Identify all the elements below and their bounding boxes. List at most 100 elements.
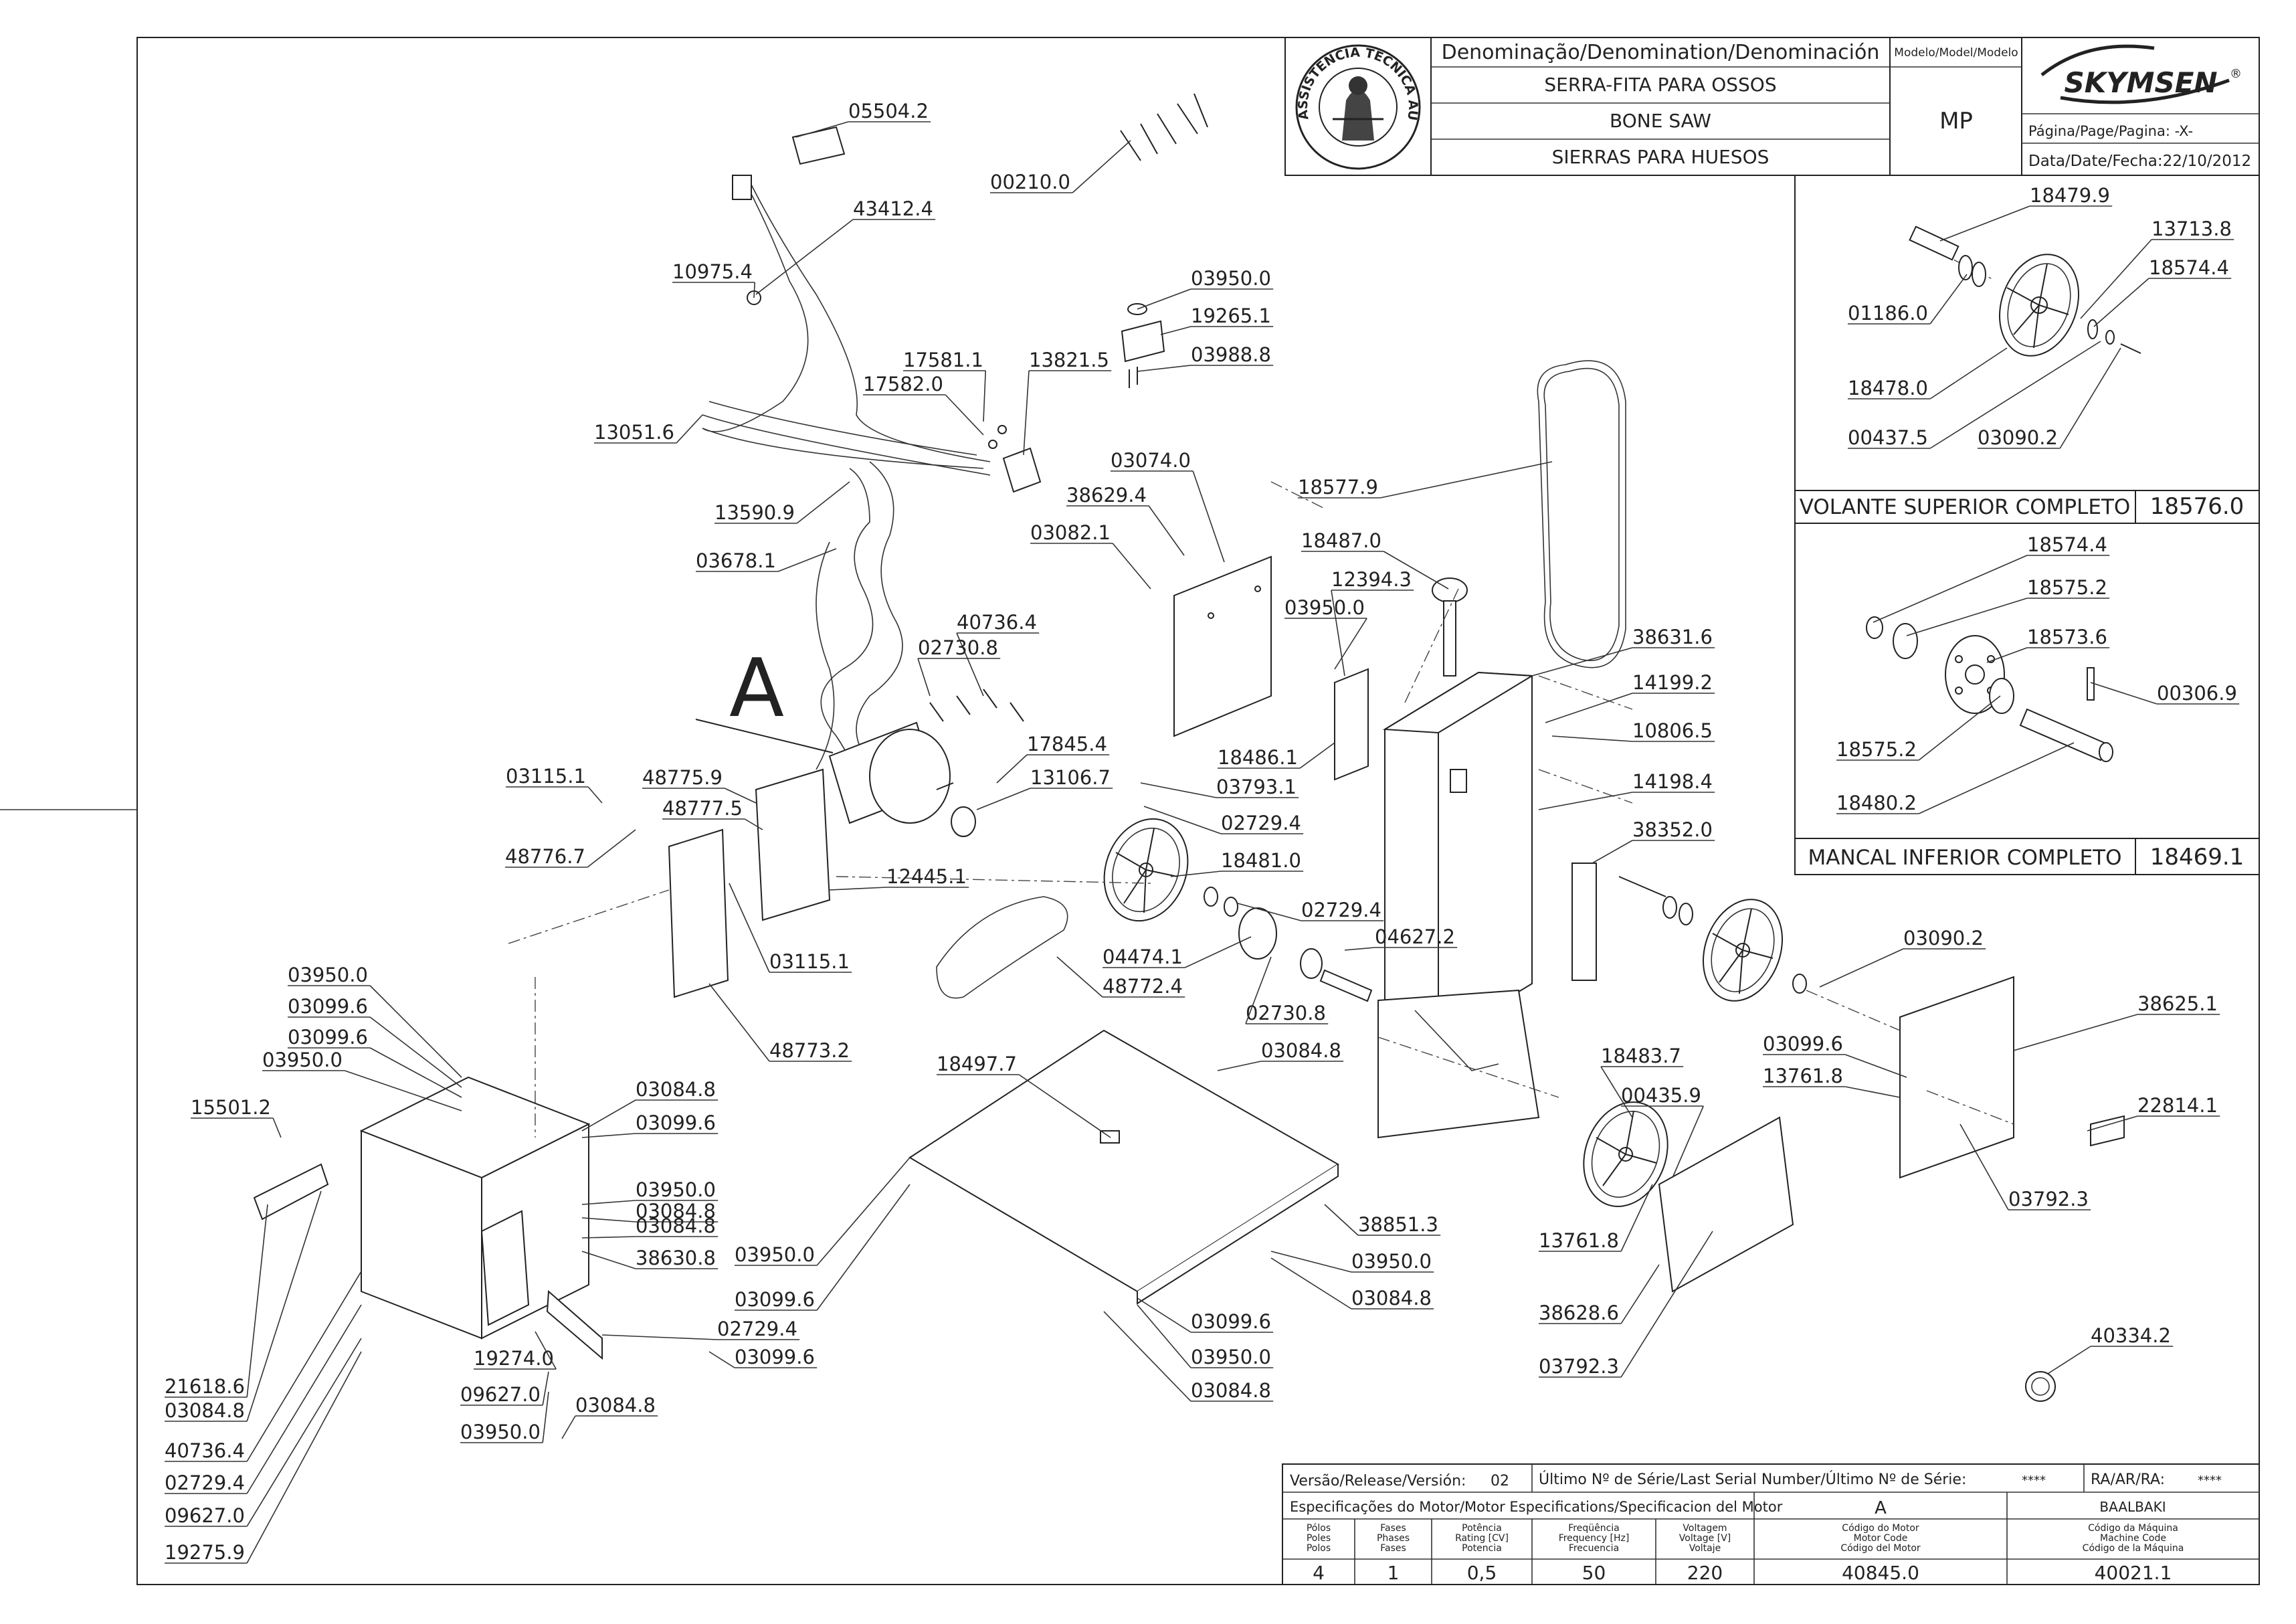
- label-leader: [708, 1351, 735, 1368]
- label-leader: [983, 370, 986, 422]
- motor-cover-plate: [1173, 555, 1272, 737]
- label-leader: [1137, 365, 1191, 372]
- label-leader: [816, 1184, 911, 1311]
- inset-lower-title: MANCAL INFERIOR COMPLETO: [1808, 846, 2121, 870]
- part-number-label: 22814.1: [2137, 1094, 2218, 1117]
- label-leader: [1137, 1297, 1191, 1333]
- label-leader: [581, 1236, 636, 1239]
- part-number-label: 03950.0: [288, 964, 368, 986]
- tension-knob: [1432, 577, 1468, 676]
- part-number-label: 03988.8: [1191, 343, 1271, 366]
- part-number-label: 14198.4: [1632, 770, 1713, 793]
- label-leader: [581, 1200, 636, 1205]
- label-leader: [1531, 647, 1633, 676]
- part-number-label: 03115.1: [769, 950, 850, 973]
- part-number-label: 14199.2: [1632, 671, 1713, 694]
- part-number-label: 03084.8: [575, 1394, 656, 1417]
- part-number-label: 21618.6: [165, 1375, 245, 1398]
- label-leader: [1334, 618, 1367, 670]
- part-number-label: 15501.2: [191, 1096, 271, 1119]
- model-header: Modelo/Model/Modelo: [1894, 46, 2018, 60]
- label-leader: [1137, 288, 1191, 310]
- label-leader: [344, 1070, 462, 1111]
- release-value: 02: [1491, 1473, 1509, 1490]
- part-number-label: 19275.9: [165, 1541, 245, 1564]
- label-leader: [246, 1271, 362, 1462]
- part-number-label: 38629.4: [1066, 484, 1147, 507]
- label-leader: [753, 282, 755, 298]
- label-leader: [1170, 871, 1222, 877]
- part-number-label: 03099.6: [1763, 1032, 1843, 1055]
- spec-column-header: Freqüência: [1568, 1523, 1620, 1534]
- label-leader: [369, 1047, 462, 1098]
- part-number-label: 03099.6: [1191, 1310, 1271, 1333]
- spec-column-header: Código do Motor: [1842, 1523, 1919, 1534]
- part-number-label: 02729.4: [1301, 899, 1381, 921]
- denomination-header: Denominação/Denomination/Denominación: [1442, 41, 1880, 64]
- part-number-label: 13106.7: [1030, 766, 1111, 789]
- spec-column-header: Voltaje: [1689, 1543, 1721, 1554]
- spec-column-header: Código del Motor: [1840, 1543, 1921, 1554]
- label-leader: [587, 786, 603, 804]
- part-number-label: 03099.6: [288, 995, 368, 1018]
- spec-column-header: Voltage [V]: [1679, 1533, 1731, 1544]
- part-number-label: 19265.1: [1191, 304, 1271, 327]
- spec-column-header: Polos: [1307, 1543, 1331, 1554]
- inset-part-label: 18478.0: [1848, 377, 1928, 399]
- part-number-label: 40736.4: [165, 1439, 245, 1462]
- part-number-label: 48773.2: [769, 1039, 850, 1062]
- label-leader: [369, 1016, 462, 1088]
- label-leader: [1620, 1264, 1660, 1324]
- inset-part-label: 00437.5: [1848, 426, 1928, 449]
- label-leader: [1600, 1066, 1633, 1118]
- label-leader: [1237, 903, 1302, 921]
- inset-part-label: 18575.2: [2027, 576, 2107, 599]
- part-number-label: 10975.4: [672, 260, 753, 283]
- spec-column-value: 220: [1687, 1562, 1723, 1584]
- spec-column-header: Pólos: [1307, 1523, 1331, 1534]
- label-leader: [1383, 551, 1449, 590]
- inset-part-label: 18479.9: [2030, 184, 2110, 207]
- inset-part-label: 00306.9: [2157, 682, 2237, 705]
- part-number-label: 03792.3: [2008, 1188, 2089, 1210]
- part-number-label: 18486.1: [1218, 746, 1298, 769]
- part-number-label: 03084.8: [1351, 1287, 1432, 1310]
- label-leader: [1380, 461, 1553, 499]
- part-number-label: 40736.4: [957, 611, 1037, 634]
- spec-column-header: Frequency [Hz]: [1559, 1533, 1630, 1544]
- label-leader: [246, 1204, 268, 1398]
- inset-part-label: 18573.6: [2027, 626, 2107, 648]
- label-leader: [816, 1157, 911, 1266]
- part-number-label: 03084.8: [1191, 1379, 1271, 1402]
- inset-part-label: 13713.8: [2151, 217, 2232, 240]
- title-block: ASSISTÊNCIA TÉCNICA AUTORIZADA Denominaç…: [0, 0, 2260, 176]
- part-number-label: 17845.4: [1027, 733, 1107, 755]
- label-leader: [2013, 1014, 2138, 1051]
- upper-flywheel-assembly: [1909, 225, 2141, 357]
- label-leader: [246, 1338, 362, 1527]
- part-number-label: 00435.9: [1621, 1084, 1701, 1107]
- label-leader: [777, 548, 837, 572]
- label-leader: [917, 658, 931, 697]
- guide-block: [1334, 668, 1369, 781]
- spec-column-value: 4: [1313, 1562, 1325, 1584]
- date-label: Data/Date/Fecha:22/10/2012: [2028, 153, 2251, 170]
- label-leader: [1324, 1204, 1359, 1236]
- view-a-marker: A: [695, 642, 834, 753]
- part-number-label: 03074.0: [1111, 449, 1191, 472]
- label-leader: [1844, 1054, 1907, 1078]
- machine-name: BAALBAKI: [2099, 1499, 2166, 1515]
- spec-header: Especificações do Motor/Motor Especifica…: [1290, 1499, 1783, 1515]
- part-number-label: 13821.5: [1029, 349, 1109, 371]
- label-leader: [1331, 590, 1345, 676]
- label-leader: [2087, 1115, 2138, 1132]
- part-number-label: 38628.6: [1539, 1301, 1619, 1324]
- label-leader: [1018, 1074, 1111, 1138]
- part-number-label: 13761.8: [1763, 1065, 1843, 1087]
- saw-table: [908, 1029, 1339, 1305]
- part-number-label: 03792.3: [1539, 1355, 1619, 1378]
- part-number-label: 18497.7: [937, 1053, 1017, 1075]
- part-number-label: 12394.3: [1331, 568, 1412, 591]
- saw-blade: [1537, 360, 1626, 668]
- label-leader: [976, 788, 1031, 810]
